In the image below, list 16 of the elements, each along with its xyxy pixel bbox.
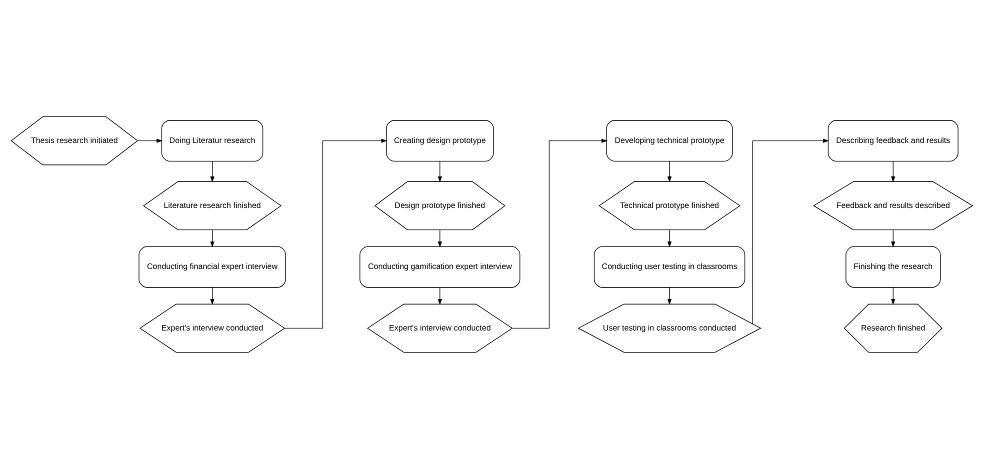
arrow (210, 160, 214, 182)
arrow (284, 138, 388, 328)
arrow (667, 286, 672, 305)
arrow (891, 229, 896, 247)
arrow (137, 138, 163, 142)
arrow (667, 160, 672, 182)
arrow (438, 160, 442, 182)
arrow (210, 229, 214, 247)
arrow (667, 229, 672, 247)
arrow (891, 286, 896, 305)
arrow (438, 286, 442, 305)
arrow (891, 160, 896, 182)
arrow (210, 286, 214, 305)
arrow (752, 138, 830, 324)
arrow (438, 229, 442, 247)
arrow (512, 138, 608, 328)
